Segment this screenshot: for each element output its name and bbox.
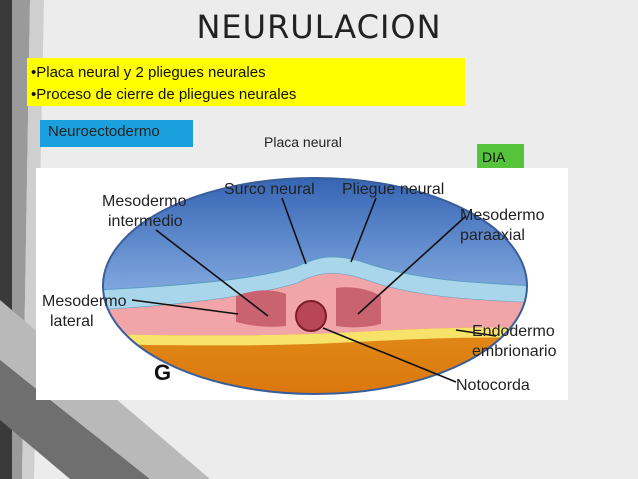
- neurulation-diagram: Mesodermo intermedio Surco neural Pliegu…: [36, 168, 568, 400]
- dia-badge-line1: DIA: [482, 149, 506, 165]
- label-mesodermo-paraaxial-1: Mesodermo: [460, 207, 545, 224]
- embryo-outline: [102, 177, 528, 395]
- paraxial-block-right: [336, 287, 381, 328]
- label-surco-neural: Surco neural: [224, 181, 315, 198]
- amniotic-cavity: [103, 178, 527, 290]
- paraxial-block-left: [236, 290, 286, 327]
- neuroectodermo-label: Neuroectodermo: [40, 120, 193, 147]
- placa-neural-label: Placa neural: [264, 134, 342, 150]
- label-mesodermo-paraaxial-2: paraaxial: [460, 227, 525, 244]
- slide-title: NEURULACION: [196, 8, 442, 46]
- label-mesodermo-intermedio-1: Mesodermo: [102, 193, 187, 210]
- label-mesodermo-intermedio-2: intermedio: [108, 213, 183, 230]
- notochord: [295, 300, 327, 332]
- label-endodermo-1: Endodermo: [472, 323, 555, 340]
- label-mesodermo-lateral-1: Mesodermo: [42, 293, 127, 310]
- label-endodermo-2: embrionario: [472, 343, 557, 360]
- bullet-item: •Placa neural y 2 pliegues neurales: [31, 64, 266, 81]
- label-mesodermo-lateral-2: lateral: [50, 313, 94, 330]
- pointer-lines: [131, 197, 497, 383]
- label-pliegue-neural: Pliegue neural: [342, 181, 444, 198]
- bullet-box: •Placa neural y 2 pliegues neurales •Pro…: [27, 58, 465, 106]
- bullet-item: •Proceso de cierre de pliegues neurales: [31, 86, 297, 103]
- panel-letter: G: [154, 360, 171, 385]
- endoderm-layer: [103, 327, 527, 346]
- label-notocorda: Notocorda: [456, 377, 530, 394]
